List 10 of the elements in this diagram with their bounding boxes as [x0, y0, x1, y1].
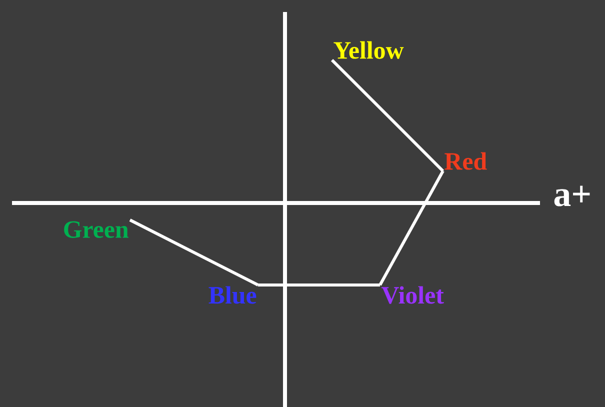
line [330, 58, 444, 172]
axis-label: a+ [554, 186, 590, 206]
color-label: Violet [381, 286, 444, 304]
color-label: Green [64, 221, 128, 238]
color-label: Yellow [334, 41, 404, 59]
line [129, 218, 259, 286]
line [378, 170, 444, 286]
color-label: Red [444, 152, 487, 170]
color-label: Blue [208, 286, 256, 304]
line [258, 284, 380, 286]
